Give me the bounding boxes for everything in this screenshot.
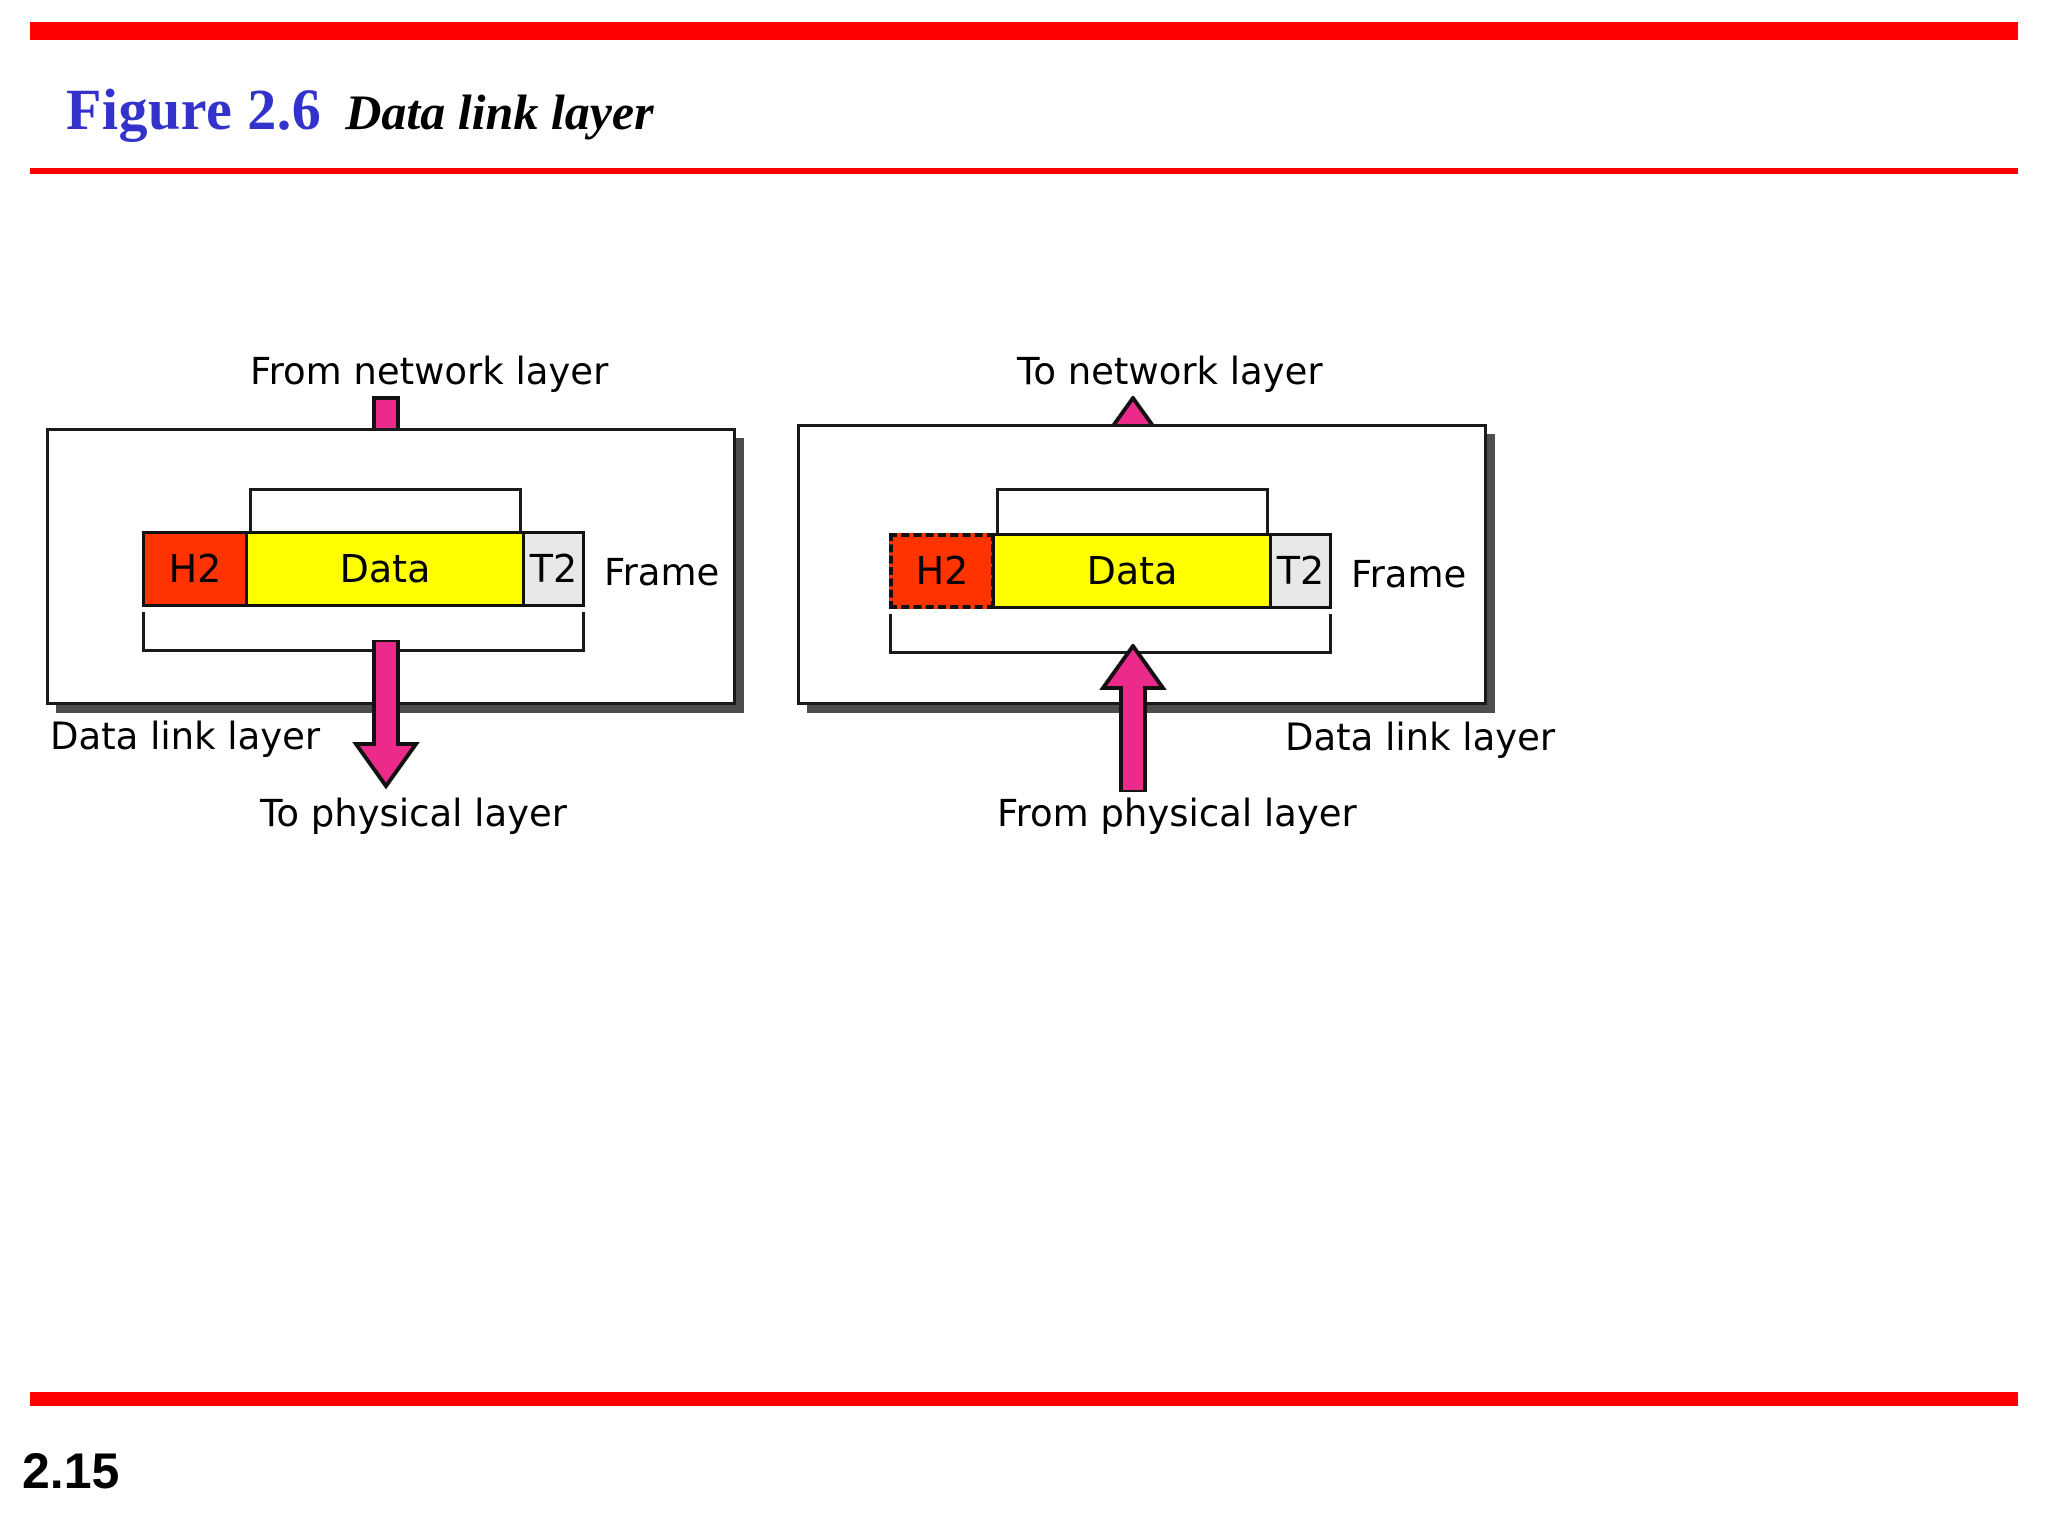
sender-layer-label: Data link layer	[50, 715, 321, 758]
figure-number: Figure 2.6	[66, 77, 322, 142]
sender-trailer-label: T2	[529, 547, 578, 591]
sender-frame-bracket	[142, 612, 585, 652]
receiver-frame-bracket	[889, 614, 1332, 654]
figure-caption: Data link layer	[345, 84, 654, 140]
sender-data-bracket	[249, 488, 522, 533]
receiver-trailer-label: T2	[1276, 549, 1325, 593]
sender-bottom-label: To physical layer	[260, 792, 567, 835]
receiver-data-label: Data	[1086, 549, 1178, 593]
receiver-trailer-segment: T2	[1269, 533, 1332, 609]
sender-header-segment: H2	[142, 531, 248, 607]
receiver-header-label: H2	[915, 549, 969, 593]
sender-trailer-segment: T2	[522, 531, 585, 607]
figure-title: Figure 2.6 Data link layer	[66, 76, 654, 143]
receiver-data-bracket	[996, 488, 1269, 533]
receiver-header-segment: H2	[889, 533, 995, 609]
receiver-from-physical-arrow-up	[1099, 644, 1167, 792]
sender-data-segment: Data	[245, 531, 525, 607]
bottom-accent-rule	[30, 1392, 2018, 1406]
sender-top-label: From network layer	[250, 350, 609, 393]
sender-to-physical-arrow-down	[352, 640, 420, 790]
receiver-top-label: To network layer	[1017, 350, 1323, 393]
title-underline-rule	[30, 168, 2018, 174]
receiver-bottom-label: From physical layer	[997, 792, 1357, 835]
page-number: 2.15	[22, 1443, 120, 1499]
receiver-layer-label: Data link layer	[1285, 716, 1556, 759]
top-accent-rule	[30, 22, 2018, 40]
receiver-frame-label: Frame	[1351, 553, 1467, 596]
sender-data-label: Data	[339, 547, 431, 591]
sender-frame-label: Frame	[604, 551, 720, 594]
sender-header-label: H2	[168, 547, 222, 591]
receiver-data-segment: Data	[992, 533, 1272, 609]
